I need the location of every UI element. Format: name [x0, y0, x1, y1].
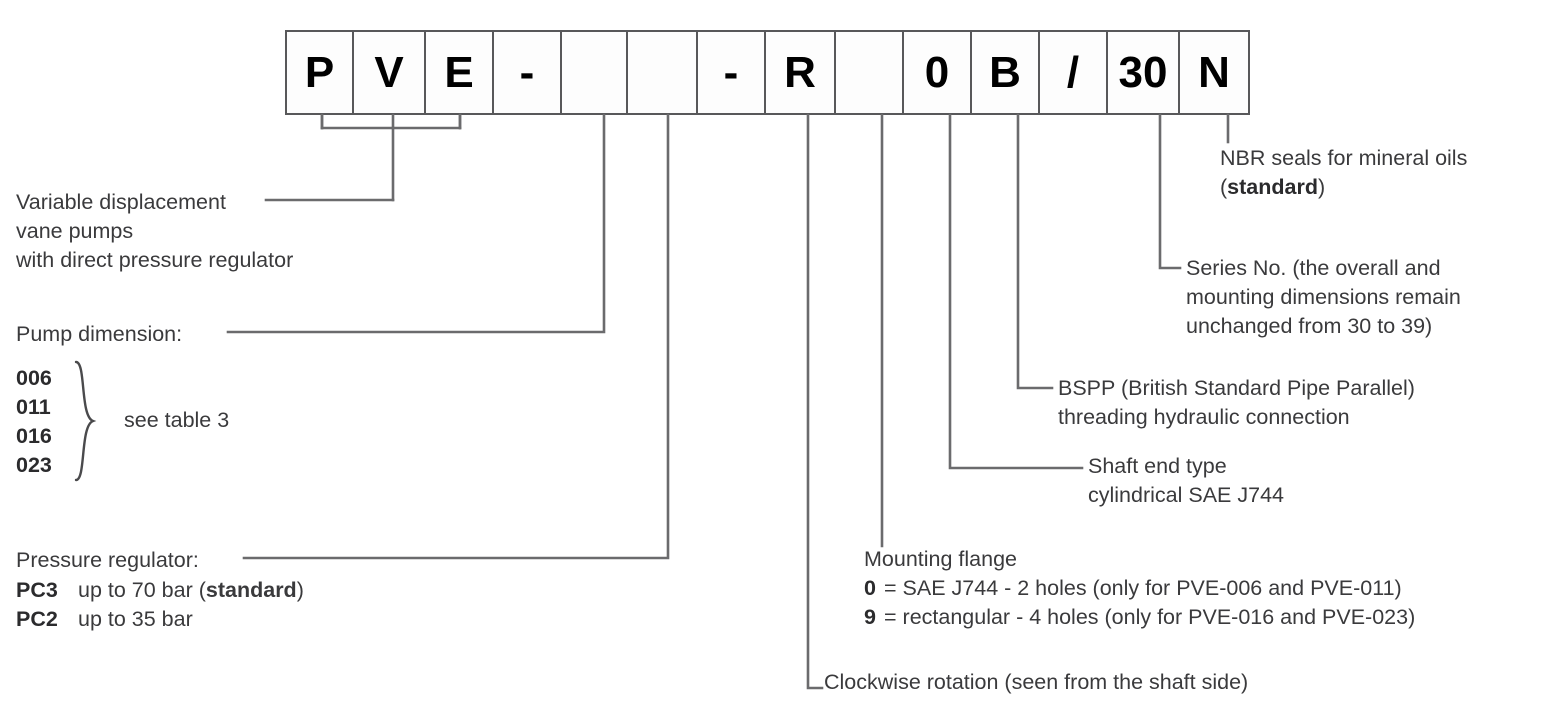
mounting-flange-description: = rectangular - 4 holes (only for PVE-01… — [884, 605, 1416, 629]
annotation-variable-displacement: Variable displacement vane pumps with di… — [16, 188, 293, 275]
annotation-rotation: Clockwise rotation (seen from the shaft … — [824, 668, 1248, 697]
annotation-nbr-seals: NBR seals for mineral oils (standard) — [1220, 144, 1467, 202]
series-no-line-3: unchanged from 30 to 39) — [1186, 314, 1433, 338]
code-box-5[interactable] — [626, 30, 696, 115]
code-box-1[interactable]: V — [352, 30, 424, 115]
mounting-flange-option-row: 0 = SAE J744 - 2 holes (only for PVE-006 … — [864, 574, 1415, 603]
mounting-flange-code: 0 — [864, 576, 876, 600]
pressure-regulator-description: up to 70 bar (standard) — [78, 578, 304, 602]
pump-dimension-code: 006 — [16, 366, 52, 390]
pressure-regulator-code: PC2 — [16, 607, 58, 631]
shaft-end-line-2: cylindrical SAE J744 — [1088, 483, 1284, 507]
pressure-regulator-option-row: PC2 up to 35 bar — [16, 605, 304, 634]
pump-dimension-code-row: 006 — [16, 364, 78, 393]
nbr-seals-line-1: NBR seals for mineral oils — [1220, 146, 1468, 170]
pump-dimension-code-row: 016 — [16, 422, 78, 451]
pump-dimension-code-row: 011 — [16, 393, 78, 422]
annotation-pump-dimension-label: Pump dimension: — [16, 320, 182, 349]
pump-dimension-label: Pump dimension: — [16, 322, 183, 346]
pump-dimension-code: 016 — [16, 424, 52, 448]
annotation-series-no: Series No. (the overall and mounting dim… — [1186, 254, 1461, 341]
nbr-seals-line-2: (standard) — [1220, 173, 1467, 202]
nbr-seals-paren-open: ( — [1220, 175, 1228, 199]
pressure-regulator-code: PC3 — [16, 578, 58, 602]
code-box-3[interactable]: - — [492, 30, 560, 115]
rotation-text: Clockwise rotation (seen from the shaft … — [824, 670, 1249, 694]
curly-brace-icon — [74, 360, 97, 482]
code-box-10[interactable]: B — [970, 30, 1038, 115]
mounting-flange-label: Mounting flange — [864, 547, 1017, 571]
code-box-4[interactable] — [560, 30, 626, 115]
pressure-regulator-description: up to 35 bar — [78, 607, 193, 631]
pressure-regulator-option-list: PC3 up to 70 bar (standard) PC2 up to 35 ba… — [16, 576, 304, 634]
annotation-bspp: BSPP (British Standard Pipe Parallel) th… — [1058, 374, 1415, 432]
pressure-regulator-label: Pressure regulator: — [16, 548, 199, 572]
mounting-flange-option-row: 9 = rectangular - 4 holes (only for PVE-0… — [864, 603, 1415, 632]
mounting-flange-option-list: 0 = SAE J744 - 2 holes (only for PVE-006 … — [864, 574, 1415, 632]
code-box-2[interactable]: E — [424, 30, 492, 115]
code-box-6[interactable]: - — [696, 30, 764, 115]
code-box-9[interactable]: 0 — [902, 30, 970, 115]
mounting-flange-description: = SAE J744 - 2 holes (only for PVE-006 a… — [884, 576, 1402, 600]
variable-displacement-line-3: with direct pressure regulator — [16, 248, 294, 272]
pump-dimension-code-list: 006 011 016 023 — [16, 364, 78, 480]
code-box-11[interactable]: / — [1038, 30, 1106, 115]
bspp-line-2: threading hydraulic connection — [1058, 405, 1350, 429]
code-box-7[interactable]: R — [764, 30, 834, 115]
variable-displacement-line-1: Variable displacement — [16, 190, 226, 214]
code-box-13[interactable]: N — [1178, 30, 1250, 115]
bspp-line-1: BSPP (British Standard Pipe Parallel) — [1058, 376, 1415, 400]
code-box-0[interactable]: P — [285, 30, 352, 115]
see-table-note: see table 3 — [124, 408, 230, 432]
shaft-end-line-1: Shaft end type — [1088, 454, 1227, 478]
code-box-8[interactable] — [834, 30, 902, 115]
series-no-line-2: mounting dimensions remain — [1186, 285, 1461, 309]
pressure-regulator-option-row: PC3 up to 70 bar (standard) — [16, 576, 304, 605]
annotation-shaft-end-type: Shaft end type cylindrical SAE J744 — [1088, 452, 1284, 510]
annotation-pressure-regulator-label: Pressure regulator: — [16, 546, 199, 575]
series-no-line-1: Series No. (the overall and — [1186, 256, 1441, 280]
pump-dimension-code: 023 — [16, 453, 52, 477]
annotation-mounting-flange: Mounting flange 0 = SAE J744 - 2 holes (o… — [864, 545, 1415, 632]
pump-dimension-code: 011 — [16, 395, 51, 419]
mounting-flange-code: 9 — [864, 605, 876, 629]
pump-dimension-code-row: 023 — [16, 451, 78, 480]
variable-displacement-line-2: vane pumps — [16, 219, 134, 243]
nbr-seals-standard: standard — [1227, 175, 1318, 199]
nbr-seals-paren-close: ) — [1317, 175, 1326, 199]
code-box-12[interactable]: 30 — [1106, 30, 1178, 115]
pressure-regulator-standard: standard — [205, 578, 297, 602]
